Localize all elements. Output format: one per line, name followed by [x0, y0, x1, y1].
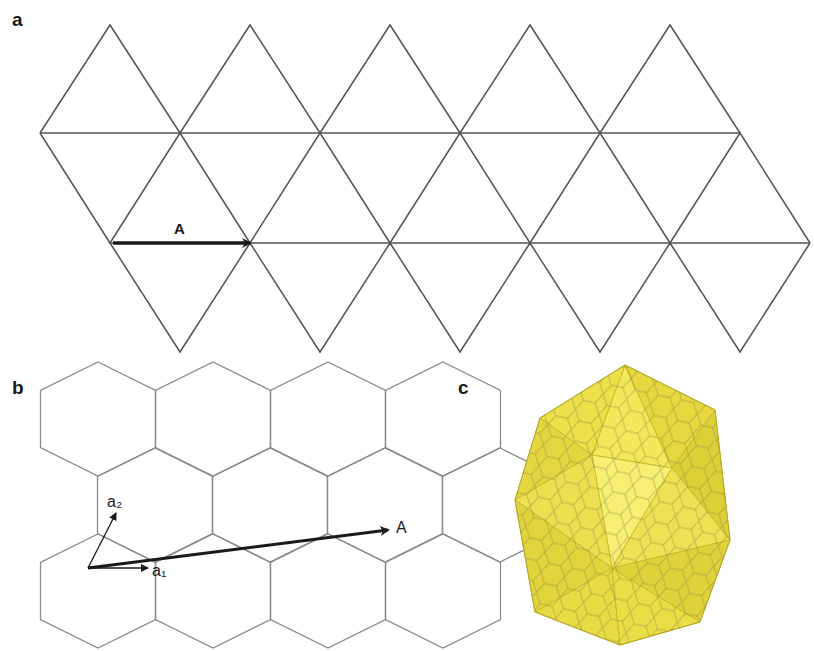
panel-label: b	[12, 378, 24, 397]
vector-arrow	[88, 530, 388, 568]
hexagon	[98, 448, 213, 562]
hexagon	[271, 534, 386, 648]
triangle-net	[40, 25, 810, 352]
panel-label: c	[458, 378, 469, 397]
vector-arrow	[113, 241, 250, 245]
triangle-edge	[460, 25, 600, 133]
triangle-edge	[110, 243, 810, 352]
hexagon	[41, 534, 156, 648]
hex-lattice	[41, 362, 558, 648]
vector-label: a₁	[152, 563, 166, 579]
triangle-edge	[40, 132, 740, 134]
triangle-edge	[320, 25, 460, 133]
icosahedron	[500, 355, 750, 651]
triangle-edge	[40, 25, 180, 133]
hexagon	[386, 362, 501, 476]
triangle-edge	[600, 25, 740, 133]
hexagon	[271, 362, 386, 476]
hexagon	[156, 362, 271, 476]
vector-label: A	[174, 221, 185, 236]
vector-label: a₂	[107, 494, 122, 510]
hexagon	[328, 448, 443, 562]
panel-label: a	[12, 10, 23, 29]
triangle-edge	[110, 242, 810, 244]
ico-outline	[515, 365, 730, 645]
hexagon	[41, 362, 156, 476]
triangle-edge	[40, 133, 810, 243]
hexagon	[386, 534, 501, 648]
vector-label: A	[396, 520, 407, 536]
basis-vector	[88, 513, 116, 568]
triangle-edge	[180, 25, 320, 133]
hex-texture	[500, 355, 750, 651]
